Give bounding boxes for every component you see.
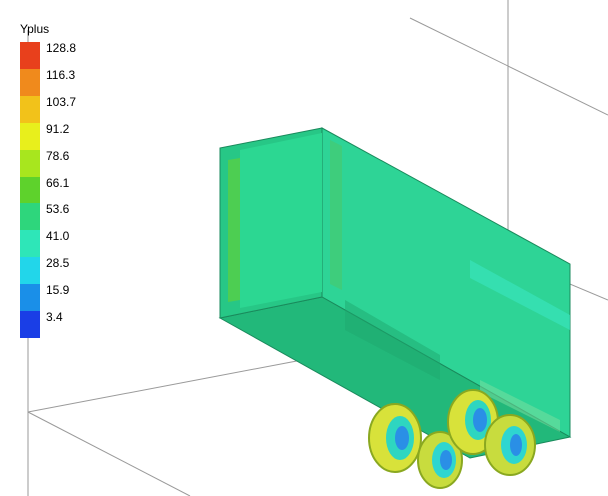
wheel-set — [368, 389, 536, 489]
legend-value: 3.4 — [46, 310, 63, 325]
contour-band — [330, 140, 342, 290]
legend-value: 28.5 — [46, 256, 70, 271]
legend-swatch — [20, 95, 40, 123]
legend-value: 78.6 — [46, 148, 70, 163]
legend-swatch — [20, 230, 40, 258]
legend-colorbar — [20, 42, 40, 338]
wheel — [484, 414, 536, 476]
legend-value: 66.1 — [46, 175, 70, 190]
legend-value: 103.7 — [46, 94, 77, 109]
color-legend: Yplus 128.8 116.3 103.7 91.2 78.6 66.1 53.6 41.… — [8, 22, 98, 342]
wheel — [368, 403, 422, 473]
contour-band — [228, 158, 240, 302]
legend-value: 15.9 — [46, 283, 70, 298]
wheel — [417, 431, 463, 489]
legend-value: 116.3 — [46, 67, 76, 82]
legend-swatch — [20, 311, 40, 338]
legend-swatch — [20, 257, 40, 285]
legend-value: 128.8 — [46, 41, 77, 55]
legend-value: 91.2 — [46, 121, 70, 136]
legend-swatch — [20, 149, 40, 177]
legend-value: 41.0 — [46, 229, 70, 244]
legend-swatch — [20, 203, 40, 231]
contour-band — [470, 260, 570, 330]
axis-line — [27, 411, 191, 496]
legend-swatch — [20, 122, 40, 150]
legend-swatch — [20, 284, 40, 312]
contour-band — [345, 300, 440, 380]
legend-swatch — [20, 42, 40, 69]
legend-title: Yplus — [20, 22, 50, 36]
axis-line — [409, 17, 608, 116]
legend-value: 53.6 — [46, 202, 70, 217]
contour-band — [480, 380, 560, 432]
legend-swatch — [20, 68, 40, 96]
trailer-inner-panel — [240, 133, 322, 308]
legend-swatch — [20, 176, 40, 204]
